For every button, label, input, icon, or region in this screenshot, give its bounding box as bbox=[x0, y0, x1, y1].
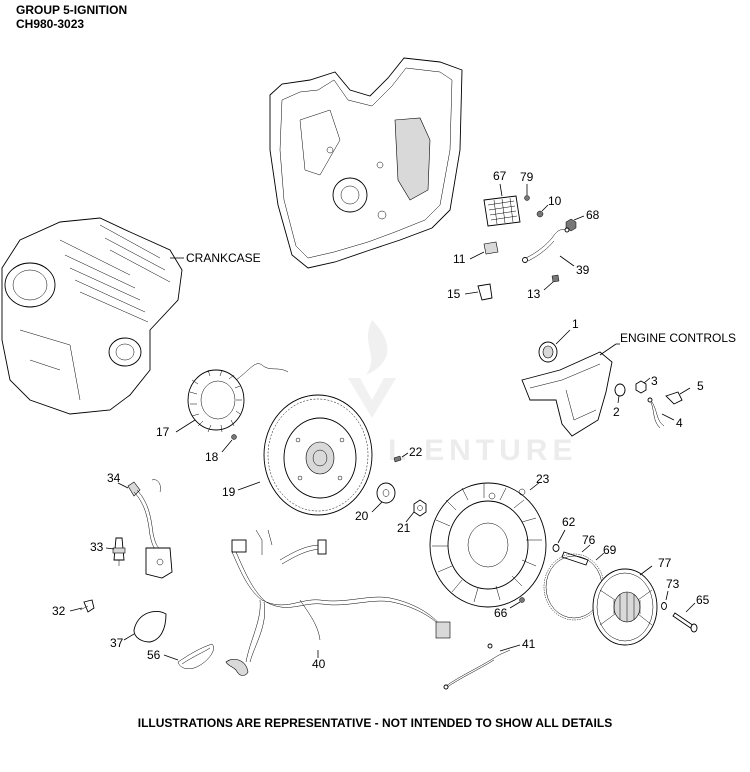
callout-65: 65 bbox=[696, 593, 710, 607]
model-number: CH980-3023 bbox=[16, 17, 85, 31]
washer-2 bbox=[614, 383, 626, 397]
engine-controls-label: ENGINE CONTROLS bbox=[620, 331, 736, 345]
watermark-text: L ENTURE bbox=[388, 434, 578, 467]
nut-3 bbox=[635, 380, 647, 394]
crankcase-label: CRANKCASE bbox=[186, 251, 261, 265]
key-22-icon bbox=[393, 455, 402, 463]
callout-5: 5 bbox=[697, 379, 704, 393]
callout-62: 62 bbox=[562, 515, 576, 529]
tie-strap bbox=[177, 643, 214, 669]
callout-39: 39 bbox=[576, 263, 590, 277]
rotating-screen bbox=[592, 568, 658, 646]
screw-18-icon bbox=[231, 434, 237, 440]
callout-32: 32 bbox=[52, 604, 66, 618]
callout-20: 20 bbox=[355, 509, 369, 523]
wiring-harness bbox=[225, 529, 451, 676]
washer-73 bbox=[661, 602, 667, 610]
callout-77: 77 bbox=[658, 556, 672, 570]
callout-22: 22 bbox=[409, 445, 423, 459]
callout-21: 21 bbox=[397, 521, 411, 535]
callout-66: 66 bbox=[494, 606, 508, 620]
crankcase bbox=[1, 217, 183, 415]
nut-10-icon bbox=[536, 210, 544, 218]
rectifier-regulator bbox=[483, 195, 521, 227]
diagram-group-title: GROUP 5-IGNITION bbox=[16, 3, 128, 17]
screw-79-icon bbox=[524, 195, 530, 201]
callout-23: 23 bbox=[536, 472, 550, 486]
washer-20 bbox=[376, 482, 396, 504]
switch-5 bbox=[665, 391, 683, 405]
screw-66-icon bbox=[519, 597, 525, 603]
callout-13: 13 bbox=[527, 287, 541, 301]
callout-15: 15 bbox=[447, 287, 461, 301]
callout-10: 10 bbox=[548, 194, 562, 208]
stator bbox=[187, 363, 289, 433]
callout-69: 69 bbox=[603, 543, 617, 557]
callout-41: 41 bbox=[522, 637, 536, 651]
callout-56: 56 bbox=[147, 648, 161, 662]
control-wire-4 bbox=[647, 397, 665, 429]
callout-17: 17 bbox=[156, 425, 170, 439]
clip-15 bbox=[477, 283, 493, 301]
clip-32 bbox=[79, 599, 95, 613]
screw-13-icon bbox=[551, 274, 560, 283]
screw-65 bbox=[672, 612, 698, 633]
washer-62 bbox=[552, 544, 560, 552]
engine-controls-bracket bbox=[521, 351, 613, 437]
callout-19: 19 bbox=[222, 485, 236, 499]
callout-3: 3 bbox=[651, 374, 658, 388]
flywheel bbox=[263, 394, 373, 516]
cooling-fan bbox=[429, 482, 547, 608]
bracket-11 bbox=[483, 241, 499, 255]
ignition-coil bbox=[127, 479, 173, 579]
callout-40: 40 bbox=[312, 657, 326, 671]
callout-34: 34 bbox=[107, 471, 121, 485]
callout-11: 11 bbox=[453, 252, 466, 266]
callout-2: 2 bbox=[613, 405, 620, 419]
spacer-76 bbox=[561, 551, 589, 566]
callout-73: 73 bbox=[666, 577, 680, 591]
gasket-37 bbox=[133, 610, 167, 643]
callout-37: 37 bbox=[110, 636, 124, 650]
blower-housing bbox=[269, 57, 463, 269]
ground-wire bbox=[443, 643, 511, 690]
callout-1: 1 bbox=[572, 317, 579, 331]
disclaimer-footer: ILLUSTRATIONS ARE REPRESENTATIVE - NOT I… bbox=[137, 716, 613, 730]
ground-lead bbox=[522, 227, 570, 263]
callout-4: 4 bbox=[676, 416, 683, 430]
callout-79: 79 bbox=[520, 170, 534, 184]
callout-18: 18 bbox=[205, 450, 219, 464]
watermark-logo bbox=[348, 320, 396, 418]
nut-21 bbox=[413, 499, 427, 517]
callout-68: 68 bbox=[586, 208, 600, 222]
callout-33: 33 bbox=[90, 540, 104, 554]
control-knob bbox=[538, 341, 558, 363]
callout-76: 76 bbox=[582, 533, 596, 547]
spark-plug bbox=[112, 537, 126, 566]
callout-67: 67 bbox=[493, 169, 507, 183]
